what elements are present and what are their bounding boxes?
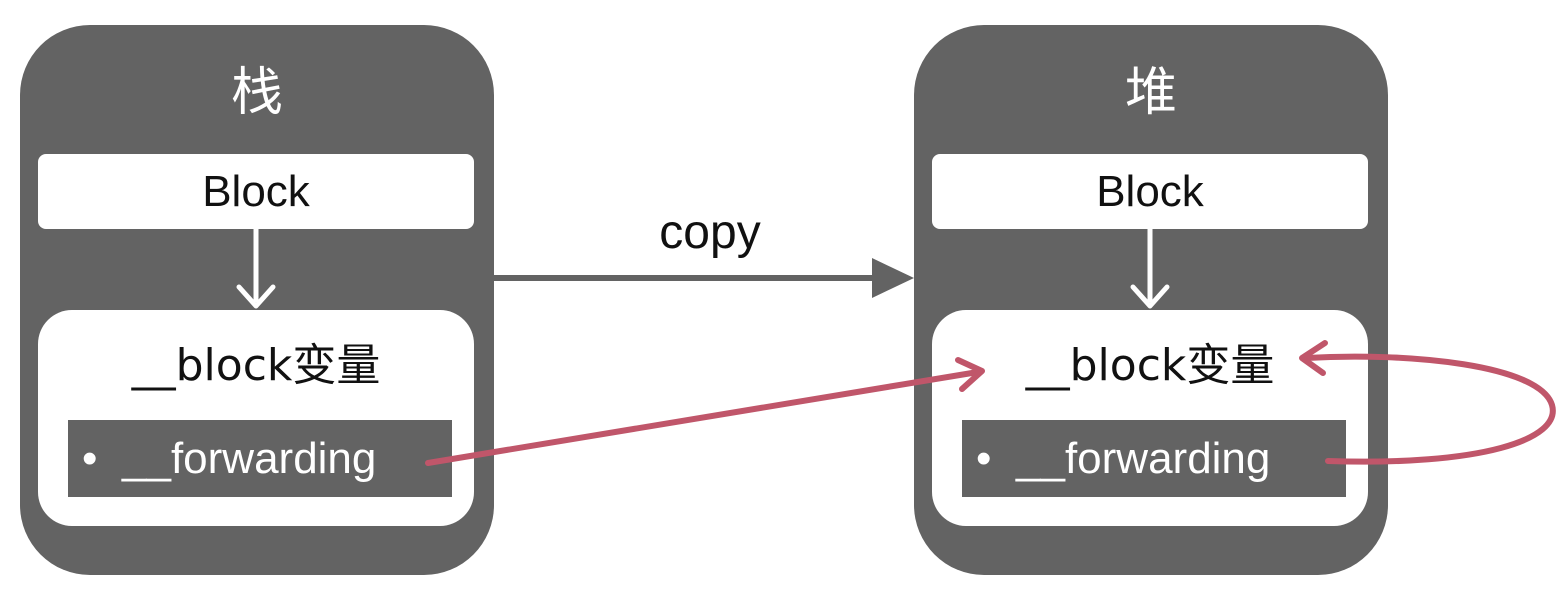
stack-block-variable-label: __block变量	[131, 340, 381, 391]
copy-label: copy	[659, 206, 761, 259]
stack-forwarding-bullet: •	[82, 434, 98, 483]
stack-title: 栈	[230, 63, 283, 123]
heap-block-variable-label: __block变量	[1025, 340, 1275, 391]
copy-arrow	[494, 258, 914, 298]
heap-title: 堆	[1124, 63, 1177, 123]
stack-forwarding-pointer-arrow	[425, 357, 985, 466]
stack-forwarding-field: • __forwarding	[68, 420, 452, 497]
heap-block-box: Block	[932, 154, 1368, 229]
heap-forwarding-field: • __forwarding	[962, 420, 1346, 497]
stack-block-variable-box: __block变量 • __forwarding	[38, 310, 474, 526]
heap-forwarding-bullet: •	[976, 434, 992, 483]
stack-block-to-variable-arrow	[236, 229, 276, 309]
stack-panel: 栈 Block __block变量 • __forwarding	[20, 25, 494, 575]
heap-forwarding-label: __forwarding	[1016, 434, 1271, 483]
heap-block-variable-box: __block变量 • __forwarding	[932, 310, 1368, 526]
stack-forwarding-label: __forwarding	[122, 434, 377, 483]
stack-block-box: Block	[38, 154, 474, 229]
heap-forwarding-self-pointer-arrow	[1299, 340, 1556, 465]
heap-block-to-variable-arrow	[1130, 229, 1170, 309]
